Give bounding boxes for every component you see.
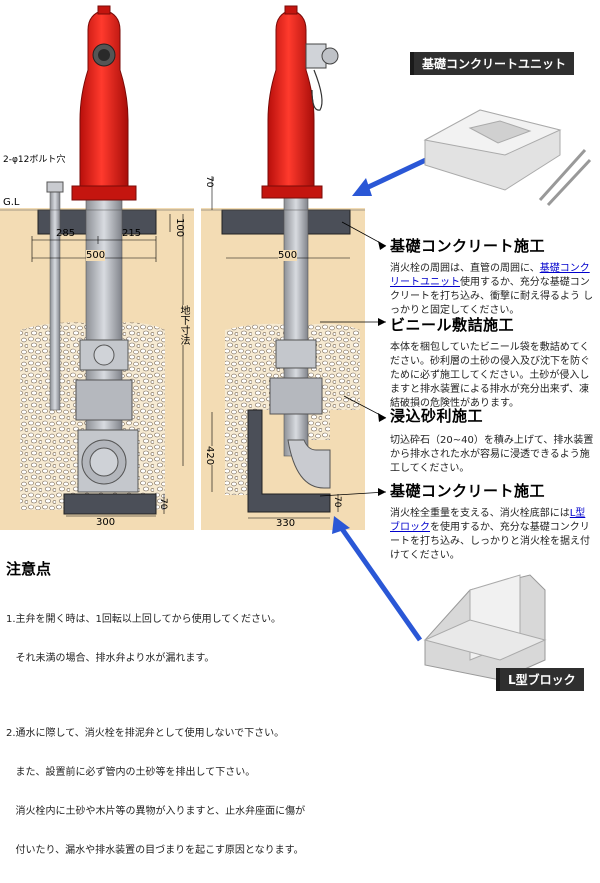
dim-500-right: 500	[278, 250, 298, 261]
dim-330: 330	[276, 518, 296, 529]
note-line: 1.主弁を開く時は、1回転以上回してから使用してください。	[6, 614, 282, 625]
note-line: 付いたり、漏水や排水装置の目づまりを起こす原因となります。	[6, 845, 304, 856]
section-foundation-bottom: 基礎コンクリート施工 消火栓全重量を支える、消火栓底部にはL型ブロックを使用する…	[390, 480, 595, 563]
section-title: 浸込砂利施工	[390, 407, 484, 425]
dim-420: 420	[204, 446, 215, 466]
section-text: 本体を梱包していたビニール袋を敷詰めてください。砂利層の土砂の侵入及び沈下を防ぐ…	[390, 342, 590, 409]
section-foundation-top: 基礎コンクリート施工 消火栓の周囲は、直管の周囲に、基礎コンクリートユニット使用…	[390, 235, 595, 318]
unit-image	[423, 109, 592, 207]
section-title: ビニール敷詰施工	[390, 316, 515, 334]
elbow-right	[287, 439, 331, 489]
dim-depth: 地下寸法	[176, 305, 191, 345]
dim-100: 100	[174, 218, 185, 238]
unit-link[interactable]: 基礎コンクリートユニット	[390, 263, 590, 288]
l-block-right	[247, 409, 331, 513]
section-text: 消火栓全重量を支える、消火栓底部にはL型ブロックを使用するか、充分な基礎コンクリ…	[390, 507, 595, 563]
dim-285: 285	[56, 228, 76, 239]
section-vinyl: ビニール敷詰施工 本体を梱包していたビニール袋を敷詰めてください。砂利層の土砂の…	[390, 314, 595, 411]
gl-label: G.L	[3, 197, 20, 208]
section-text-before: 消火栓の周囲は、直管の周囲に、	[390, 263, 540, 274]
note-line: それ未満の場合、排水弁より水が漏れます。	[6, 653, 215, 664]
note-line: 消火栓内に土砂や木片等の異物が入りますと、止水弁座面に傷が	[6, 806, 306, 817]
note-line: 2.通水に際して、消火栓を排泥弁として使用しないで下さい。	[6, 728, 285, 739]
dim-300: 300	[96, 517, 116, 528]
base-block-left	[63, 493, 157, 515]
section-text-before: 消火栓全重量を支える、消火栓底部には	[390, 508, 570, 519]
section-text-after: を使用するか、充分な基礎コンクリートを打ち込み、しっかりと消火栓を据え付けてくだ…	[390, 522, 590, 561]
notes-list: 1.主弁を開く時は、1回転以上回してから使用してください。 それ未満の場合、排水…	[6, 587, 336, 883]
main-pipe-right	[283, 195, 309, 457]
notes-title: 注意点	[6, 560, 52, 578]
valve-body-left	[75, 379, 133, 421]
note-line: また、設置前に必ず管内の土砂等を排出して下さい。	[6, 767, 256, 778]
section-text: 切込砕石（20~40）を積み上げて、排水装置から排水された水が容易に浸透できるよ…	[390, 435, 594, 474]
hydrant-body-right	[267, 9, 315, 187]
installation-diagram	[0, 5, 592, 681]
unit-title: 基礎コンクリートユニット	[410, 52, 575, 75]
lblock-link[interactable]: L型ブロック	[390, 508, 586, 533]
lblock-title: L型ブロック	[496, 668, 584, 691]
leader-dots	[378, 241, 386, 496]
dim-70b-right: 70	[332, 496, 342, 508]
dim-215: 215	[122, 228, 142, 239]
dim-500-left: 500	[86, 250, 106, 261]
lblock-image	[423, 574, 547, 681]
section-text: 消火栓の周囲は、直管の周囲に、基礎コンクリートユニット使用するか、充分な基礎コン…	[390, 262, 595, 318]
drain-pipe-left	[49, 189, 61, 411]
dim-70-right: 70	[204, 176, 214, 188]
bolt-cap-left	[46, 181, 64, 193]
bolt-hole-label: 2-φ12ボルト穴	[3, 155, 66, 165]
section-gravel: 浸込砂利施工 切込砕石（20~40）を積み上げて、排水装置から排水された水が容易…	[390, 405, 595, 476]
dim-70-left: 70	[158, 498, 168, 510]
right-section-diagram	[201, 5, 365, 530]
notes: 注意点 1.主弁を開く時は、1回転以上回してから使用してください。 それ未満の場…	[6, 558, 336, 883]
hydrant-body-left	[79, 9, 129, 187]
arrow-unit	[360, 155, 432, 193]
left-section-diagram	[0, 5, 194, 530]
section-title: 基礎コンクリート施工	[390, 482, 546, 500]
section-text-after: 使用するか、充分な基礎コンクリートを打ち込み、衝撃に耐え得るよう しっかりと固定…	[390, 277, 594, 316]
hydrant-flange-left	[71, 185, 137, 201]
section-title: 基礎コンクリート施工	[390, 237, 546, 255]
arrow-lblock	[337, 524, 423, 642]
